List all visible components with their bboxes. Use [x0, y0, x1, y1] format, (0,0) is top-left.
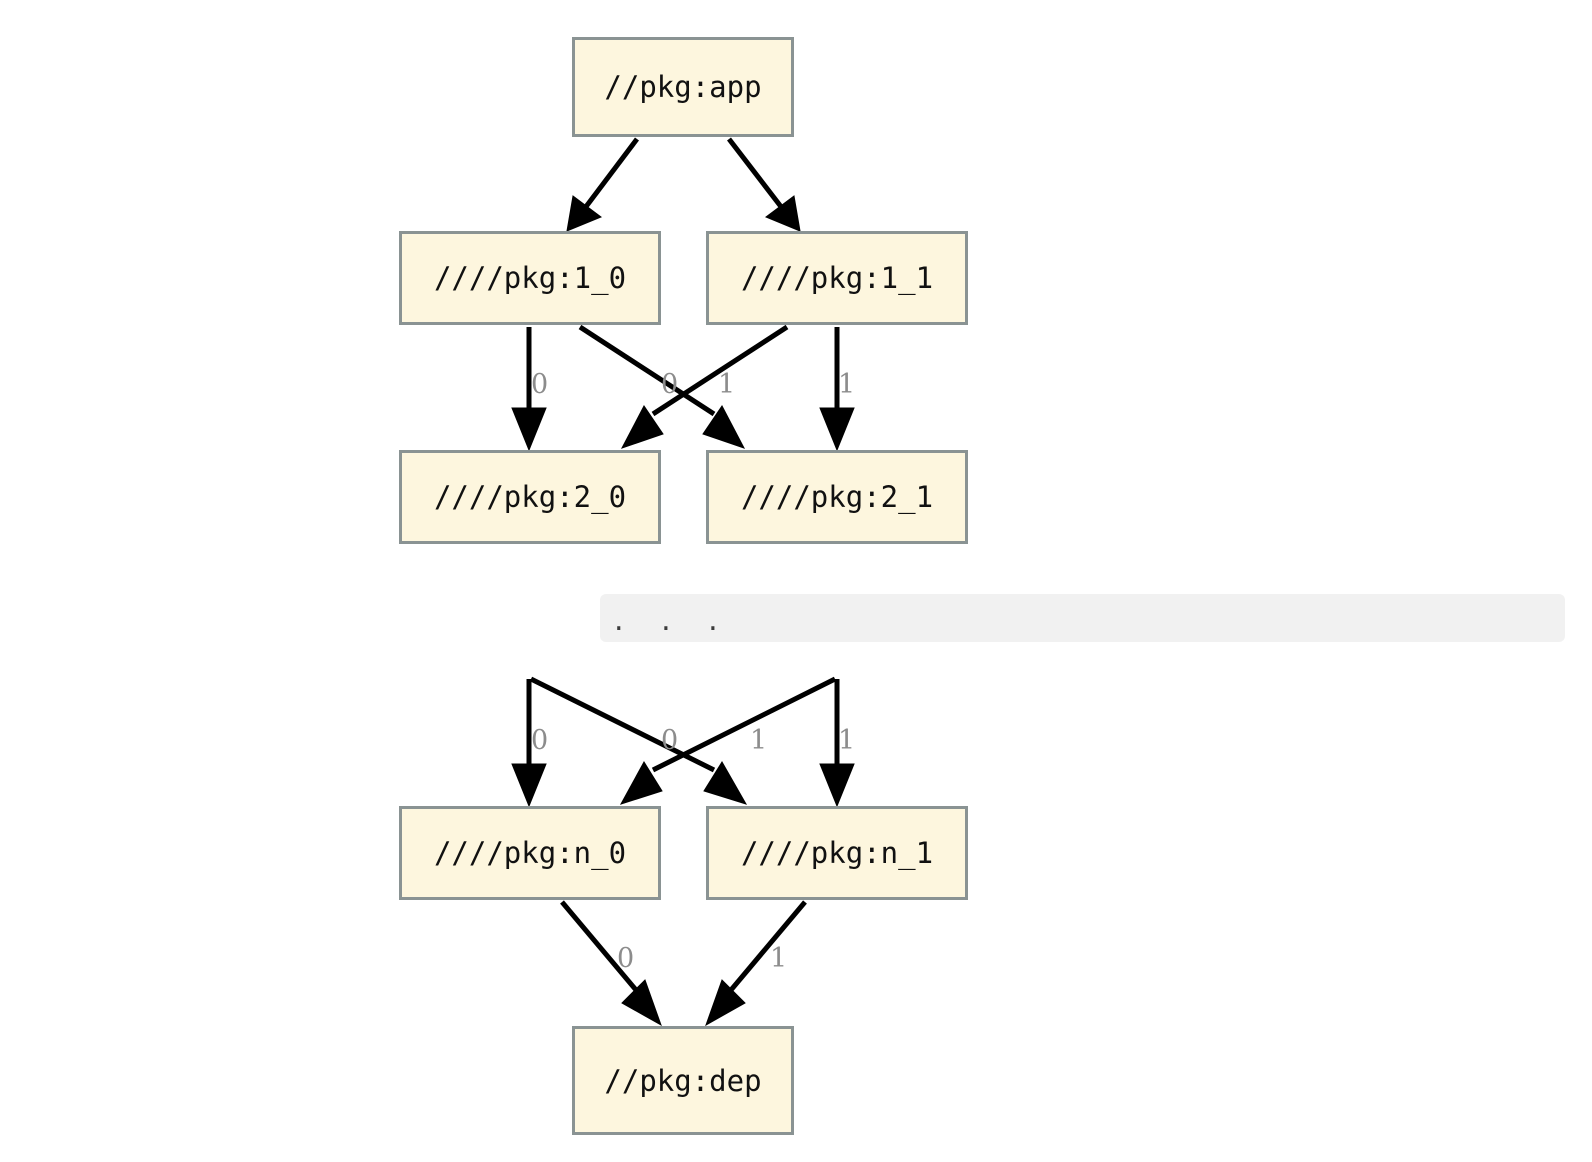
edge-label-1_1-2_1: 1: [838, 369, 856, 400]
node-label: ////pkg:n_0: [433, 836, 627, 870]
node-pkg-n_1[interactable]: ////pkg:n_1: [706, 806, 968, 900]
edge-label-above-n_1-diagonal: 0: [661, 725, 679, 756]
ellipsis-text: . . .: [614, 603, 732, 638]
edge-above-to-n_1-diagonal: [529, 676, 748, 805]
edge-1_1-to-2_0: [620, 324, 789, 449]
edge-label-n_0-dep: 0: [617, 943, 635, 974]
edge-label-above-n_1: 1: [838, 725, 856, 756]
edge-above-to-n_0-diagonal: [619, 676, 837, 805]
edge-label-1_0-2_1: 0: [661, 369, 679, 400]
node-pkg-2_0[interactable]: ////pkg:2_0: [399, 450, 661, 544]
edge-label-above-n_0: 0: [531, 725, 549, 756]
edge-n_1-to-dep: [705, 900, 807, 1027]
node-pkg-dep[interactable]: //pkg:dep: [572, 1026, 794, 1135]
node-pkg-1_0[interactable]: ////pkg:1_0: [399, 231, 661, 325]
ellipsis-band: . . .: [600, 594, 1565, 642]
node-label: ////pkg:2_0: [433, 480, 627, 514]
edge-label-1_1-2_0: 1: [718, 369, 736, 400]
edge-label-above-n_0-diagonal: 1: [750, 725, 768, 756]
node-label: ////pkg:1_0: [433, 261, 627, 295]
node-pkg-2_1[interactable]: ////pkg:2_1: [706, 450, 968, 544]
node-label: //pkg:dep: [604, 1063, 762, 1098]
node-label: ////pkg:n_1: [740, 836, 934, 870]
node-label: ////pkg:2_1: [740, 480, 934, 514]
edge-app-to-1_1: [727, 137, 801, 232]
node-label: ////pkg:1_1: [740, 261, 934, 295]
node-pkg-1_1[interactable]: ////pkg:1_1: [706, 231, 968, 325]
node-pkg-app[interactable]: //pkg:app: [572, 37, 794, 137]
node-pkg-n_0[interactable]: ////pkg:n_0: [399, 806, 661, 900]
node-label: //pkg:app: [604, 70, 762, 104]
edge-label-n_1-dep: 1: [770, 943, 788, 974]
edge-app-to-1_0: [566, 137, 639, 232]
edge-n_0-to-dep: [560, 900, 662, 1027]
edge-label-1_0-2_0: 0: [531, 369, 549, 400]
